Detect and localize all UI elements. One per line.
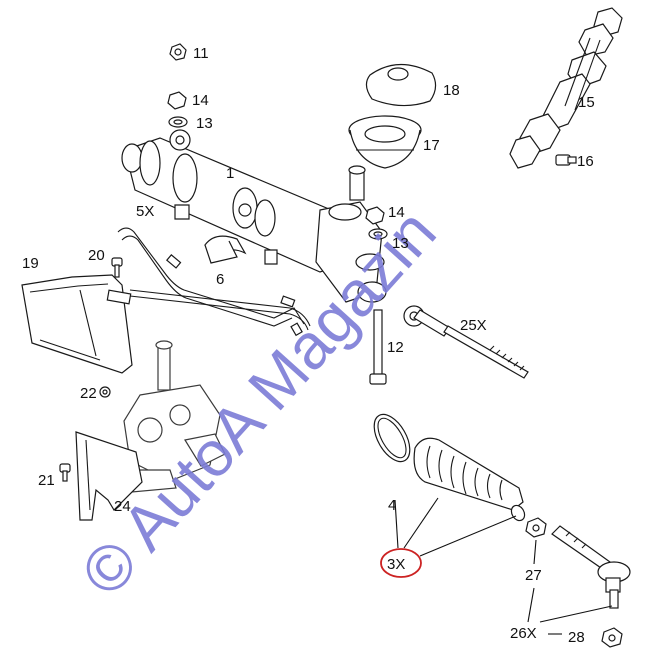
label-12: 12: [387, 339, 404, 356]
tie-rod-25x-part: [403, 305, 529, 379]
nut-28-part: [601, 627, 623, 648]
label-18: 18: [443, 82, 460, 99]
bolt-20-part: [111, 257, 123, 278]
label-20: 20: [88, 247, 105, 264]
label-6: 6: [216, 271, 224, 288]
label-15: 15: [578, 94, 595, 111]
label-1: 1: [226, 165, 234, 182]
bolt-12-part: [369, 309, 387, 385]
label-22: 22: [80, 385, 97, 402]
label-14-upper: 14: [192, 92, 209, 109]
label-19: 19: [22, 255, 39, 272]
nut-11-part: [169, 43, 187, 61]
label-28: 28: [568, 629, 585, 646]
bracket-24-part: [75, 431, 143, 521]
bellows-boot-part: [413, 437, 524, 511]
watermark-text: © AutoA Magazin: [67, 196, 450, 610]
bolt-16-part: [555, 154, 577, 166]
hydraulic-lines-part: [117, 227, 311, 337]
label-16: 16: [577, 153, 594, 170]
leader-lines: [394, 497, 613, 635]
nut-27-part: [525, 517, 547, 538]
nut-14-right-part: [365, 206, 388, 240]
label-14-right: 14: [388, 204, 405, 221]
steering-shaft-part: [509, 7, 623, 169]
steering-rack-housing-part: [121, 129, 387, 303]
nut-22-part: [99, 386, 111, 398]
label-5x: 5X: [136, 203, 154, 220]
label-3x: 3X: [387, 556, 405, 573]
label-13-upper: 13: [196, 115, 213, 132]
boot-17-part: [348, 115, 422, 169]
steering-gear-part: [123, 340, 226, 493]
cover-18-part: [365, 63, 437, 107]
bolt-21-part: [59, 463, 71, 482]
nut-14-upper-part: [167, 91, 188, 128]
highlight-ring: [380, 548, 422, 578]
label-13-right: 13: [392, 235, 409, 252]
heat-shield-19-part: [21, 274, 133, 374]
label-27: 27: [525, 567, 542, 584]
label-26x: 26X: [510, 625, 537, 642]
label-11: 11: [193, 45, 209, 62]
label-25x: 25X: [460, 317, 487, 334]
label-17: 17: [423, 137, 440, 154]
clamp-6-part: [204, 235, 247, 264]
label-4: 4: [388, 497, 396, 514]
label-24: 24: [114, 498, 131, 515]
label-21: 21: [38, 472, 55, 489]
tie-rod-end-part: [551, 525, 631, 609]
clamp-4-part: [373, 413, 411, 463]
